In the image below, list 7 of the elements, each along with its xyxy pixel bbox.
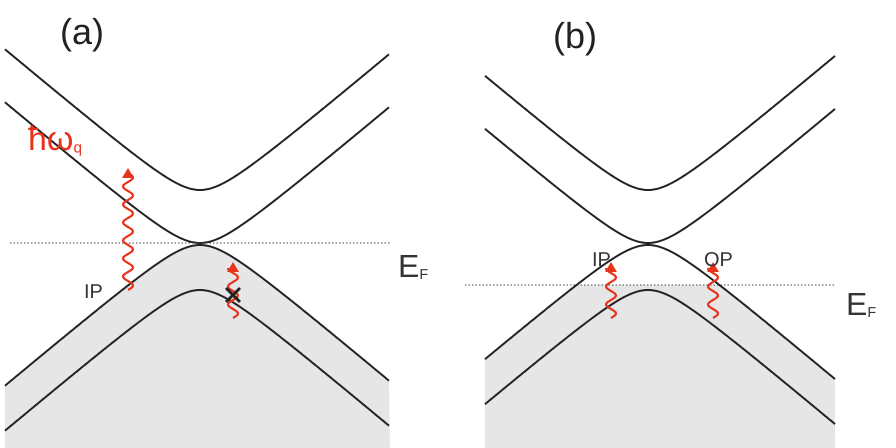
fermi-level-label: E$_{F}$ bbox=[398, 250, 428, 283]
mode-label: IP bbox=[84, 282, 103, 302]
panel-label: (b) bbox=[553, 18, 597, 54]
panel-label: (a) bbox=[60, 14, 104, 50]
mode-label: OP bbox=[704, 250, 733, 270]
mode-label: IP bbox=[592, 250, 611, 270]
fermi-level-label: E$_{F}$ bbox=[846, 288, 876, 321]
